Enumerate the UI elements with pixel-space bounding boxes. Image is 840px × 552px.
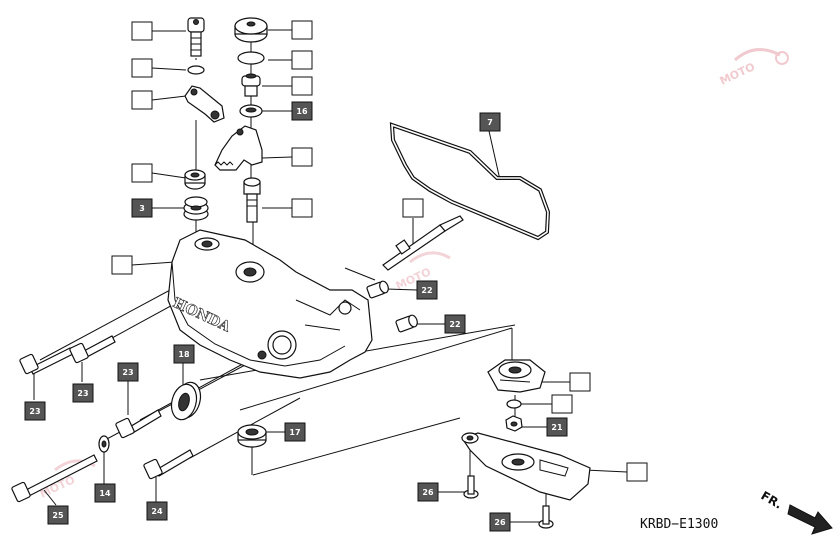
svg-text:24: 24 [151, 507, 163, 516]
callout-17: 17 [284, 422, 306, 442]
callout-a7 [291, 50, 313, 70]
shift-shaft [382, 215, 464, 271]
svg-text:22: 22 [449, 320, 460, 329]
svg-text:23: 23 [122, 368, 133, 377]
callout-24: 24 [146, 501, 168, 521]
callout-16: 16 [291, 101, 313, 121]
long-bolt-25 [11, 454, 98, 503]
callout-21: 21 [546, 417, 568, 437]
svg-text:23: 23 [29, 407, 40, 416]
watermark-text: MOTO [718, 60, 757, 87]
svg-text:23: 23 [77, 389, 88, 398]
callout-23c: 23 [24, 401, 46, 421]
bolt-24 [143, 449, 194, 480]
callout-a6 [291, 20, 313, 40]
svg-text:22: 22 [421, 286, 432, 295]
front-direction-arrow: FR. [759, 488, 833, 535]
callout-a14 [551, 394, 573, 414]
svg-text:7: 7 [487, 118, 493, 127]
dowel-pin-1 [366, 280, 389, 299]
callout-7: 7 [479, 112, 501, 132]
callout-26b: 26 [489, 512, 511, 532]
callout-a4 [131, 163, 153, 183]
callout-25: 25 [47, 505, 69, 525]
callout-3: 3 [131, 198, 153, 218]
cap-plug [234, 17, 268, 43]
callout-14: 14 [94, 483, 116, 503]
flange-bolt-left [19, 347, 74, 375]
nut-21 [505, 415, 523, 432]
flange-bolt-mid [69, 335, 116, 364]
callout-a13 [569, 372, 591, 392]
top-bolt [187, 17, 205, 57]
screw-26a [463, 475, 479, 499]
callout-a15 [626, 462, 648, 482]
flange-bolt-23 [115, 409, 162, 439]
svg-text:16: 16 [296, 107, 308, 116]
callout-a9 [291, 147, 313, 167]
dowel-pin-2 [395, 314, 418, 333]
callout-a10 [291, 198, 313, 218]
gear-segment [214, 125, 263, 171]
callout-18: 18 [173, 344, 195, 364]
callout-a11 [402, 198, 424, 218]
svg-text:26: 26 [422, 488, 434, 497]
collar [184, 169, 206, 190]
callout-a5 [111, 255, 133, 275]
svg-text:3: 3 [139, 204, 145, 213]
callout-labels: 3 16 7 22 22 18 23 23 23 17 14 24 25 21 … [24, 20, 648, 532]
callout-22a: 22 [416, 280, 438, 300]
stopper-arm [487, 359, 546, 393]
o-ring [237, 51, 265, 65]
pivot-bolt [241, 73, 261, 97]
washer [187, 65, 205, 75]
svg-text:26: 26 [494, 518, 506, 527]
screw-26b [538, 505, 554, 529]
washer-small [506, 399, 522, 409]
svg-text:18: 18 [178, 350, 190, 359]
callout-26a: 26 [417, 482, 439, 502]
oil-seal [170, 381, 202, 421]
callout-23a: 23 [117, 362, 139, 382]
svg-text:14: 14 [99, 489, 111, 498]
bushing [237, 424, 267, 448]
svg-text:25: 25 [52, 511, 64, 520]
seal-16 [239, 104, 263, 118]
callout-a1 [131, 21, 153, 41]
callout-22b: 22 [444, 314, 466, 334]
crankcase-cover: HONDA [167, 229, 373, 379]
callout-23b: 23 [72, 383, 94, 403]
guide-plate [461, 432, 591, 501]
front-label: FR. [759, 488, 785, 511]
callout-a2 [131, 58, 153, 78]
leader-lines [33, 29, 628, 523]
callout-a3 [131, 90, 153, 110]
spring [183, 196, 209, 221]
diagram-code: KRBD−E1300 [640, 517, 718, 532]
svg-text:17: 17 [289, 428, 300, 437]
watermark-logo: MOTO [718, 48, 789, 88]
washer-14 [98, 435, 110, 453]
stud [243, 177, 261, 223]
callout-a8 [291, 76, 313, 96]
svg-text:21: 21 [551, 423, 563, 432]
